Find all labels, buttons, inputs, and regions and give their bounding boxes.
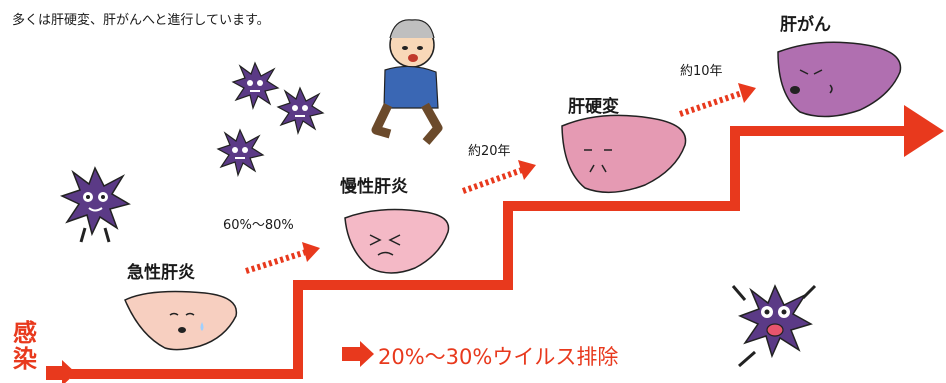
infection-char-2: 染 bbox=[13, 345, 37, 373]
intro-text: 多くは肝硬変、肝がんへと進行しています。 bbox=[12, 13, 270, 28]
arrow-right-icon bbox=[46, 360, 76, 383]
virus-icon bbox=[216, 128, 265, 177]
stage-label-cirrhosis: 肝硬変 bbox=[568, 97, 619, 117]
stage-label-acute-hepatitis: 急性肝炎 bbox=[127, 263, 195, 283]
liver-icon bbox=[561, 114, 687, 194]
virus-icon bbox=[231, 61, 280, 110]
stage-label-chronic-hepatitis: 慢性肝炎 bbox=[340, 177, 408, 197]
arrow-right-icon bbox=[904, 105, 944, 157]
liver-icon bbox=[344, 208, 450, 274]
virus-elimination-label: 20%〜30%ウイルス排除 bbox=[378, 345, 619, 369]
liver-icon bbox=[124, 290, 238, 351]
infection-char-1: 感 bbox=[13, 319, 37, 347]
dotted-arrow-acute-to-chronic bbox=[245, 242, 320, 274]
arrow-right-icon bbox=[342, 341, 374, 367]
dotted-arrow-cirrhosis-to-cancer bbox=[679, 83, 756, 117]
virus-icon bbox=[59, 166, 131, 243]
virus-icon bbox=[731, 284, 817, 368]
virus-swarm bbox=[216, 61, 325, 177]
transition-label-acute-to-chronic: 60%〜80% bbox=[223, 218, 294, 233]
stage-label-liver-cancer: 肝がん bbox=[780, 15, 831, 35]
virus-icon bbox=[276, 86, 325, 135]
transition-label-chronic-to-cirrhosis: 約20年 bbox=[468, 144, 511, 159]
dotted-arrow-chronic-to-cirrhosis bbox=[461, 160, 536, 194]
liver-icon bbox=[777, 41, 902, 118]
progression-staircase-arrow bbox=[70, 126, 912, 379]
infection-label: 感 染 bbox=[10, 320, 40, 372]
transition-label-cirrhosis-to-cancer: 約10年 bbox=[680, 64, 723, 79]
running-man-icon bbox=[371, 19, 443, 145]
